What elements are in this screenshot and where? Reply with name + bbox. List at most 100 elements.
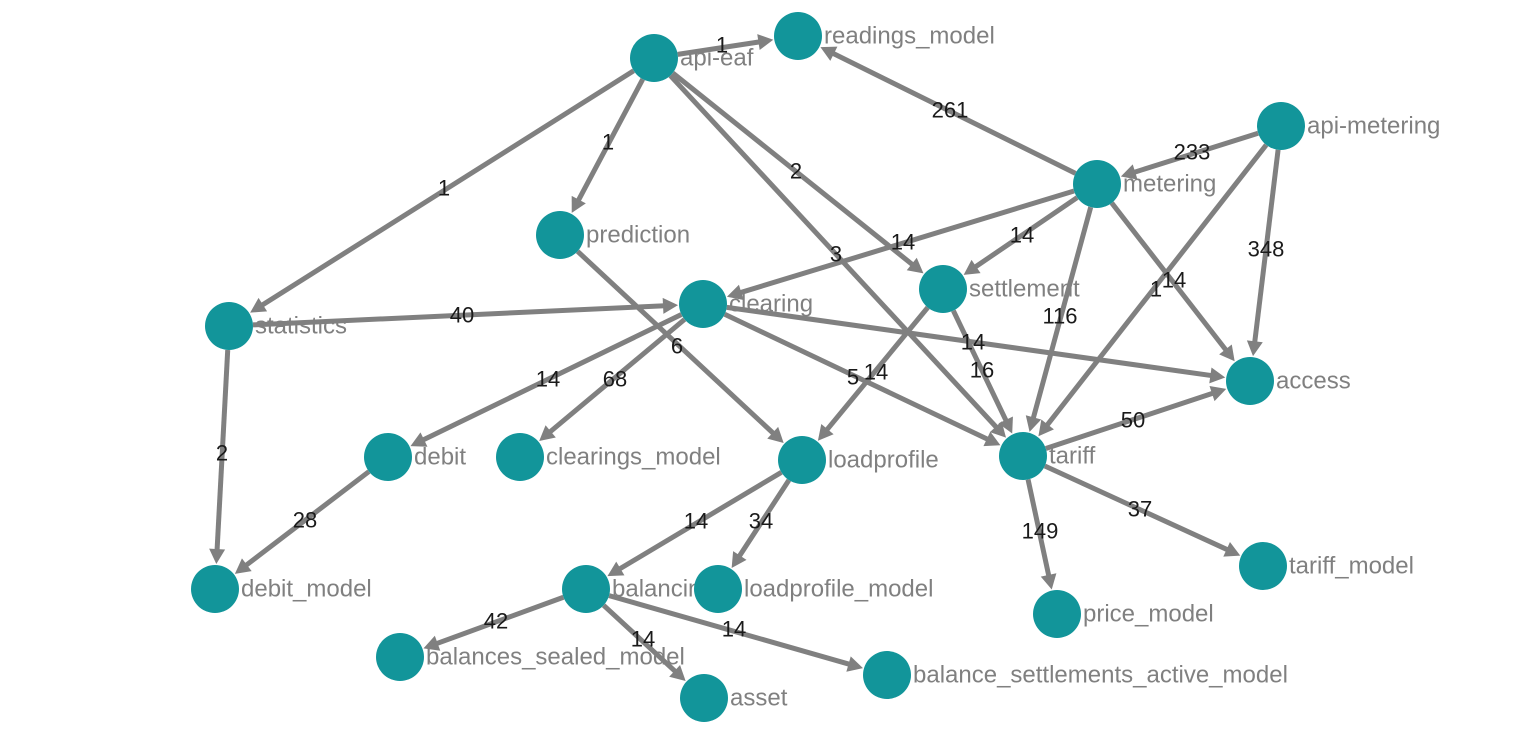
edge-label: 1: [716, 33, 728, 58]
node-label: readings_model: [824, 23, 995, 50]
edge-label: 6: [671, 334, 683, 359]
arrow-head-icon: [1040, 573, 1057, 590]
node-circle[interactable]: [630, 34, 678, 82]
edge-line: [677, 39, 761, 57]
node-circle[interactable]: [1257, 102, 1305, 150]
node-circle[interactable]: [191, 565, 239, 613]
node-balances_sealed_model[interactable]: balances_sealed_model: [376, 633, 685, 681]
arrow-head-icon: [820, 46, 838, 61]
node-circle[interactable]: [496, 433, 544, 481]
edge-label: 14: [961, 330, 985, 355]
node-statistics[interactable]: statistics: [205, 302, 347, 350]
node-circle[interactable]: [1033, 590, 1081, 638]
node-label: clearings_model: [546, 444, 721, 471]
node-label: balance_settlements_active_model: [913, 662, 1288, 689]
node-circle[interactable]: [863, 651, 911, 699]
edge-line: [824, 305, 930, 433]
node-circle[interactable]: [694, 565, 742, 613]
arrow-head-icon: [963, 259, 981, 275]
node-circle[interactable]: [205, 302, 253, 350]
node-circle[interactable]: [1239, 542, 1287, 590]
node-label: statistics: [255, 313, 347, 340]
edge-label: 14: [1162, 268, 1186, 293]
edge-line: [1252, 149, 1281, 344]
edge-metering-to-access: [1109, 201, 1235, 362]
node-debit[interactable]: debit: [364, 433, 466, 481]
node-circle[interactable]: [364, 433, 412, 481]
edge-metering-to-clearing: [726, 188, 1075, 300]
edge-statistics-to-debit_model: [209, 349, 231, 565]
arrow-head-icon: [1038, 419, 1054, 437]
node-clearings_model[interactable]: clearings_model: [496, 433, 721, 481]
edge-line: [1025, 478, 1052, 578]
edge-label: 14: [536, 367, 560, 392]
edge-settlement-to-loadprofile: [817, 305, 930, 441]
edge-label: 233: [1174, 140, 1211, 165]
edge-line: [1132, 130, 1259, 175]
arrow-head-icon: [539, 425, 556, 441]
arrow-head-icon: [669, 664, 686, 682]
node-access[interactable]: access: [1226, 357, 1351, 405]
edge-clearing-to-debit: [410, 312, 683, 447]
edge-statistics-to-clearing: [252, 297, 679, 328]
edge-api-eaf-to-readings_model: [677, 34, 774, 57]
edges-layer: [209, 34, 1281, 682]
edge-api-eaf-to-statistics: [250, 68, 636, 313]
edge-label: 2: [216, 441, 228, 466]
edge-label: 14: [864, 360, 888, 385]
edge-line: [1044, 143, 1269, 428]
node-label: tariff: [1049, 443, 1096, 470]
arrow-head-icon: [731, 551, 747, 569]
node-loadprofile_model[interactable]: loadprofile_model: [694, 565, 933, 613]
node-readings_model[interactable]: readings_model: [774, 12, 995, 60]
node-price_model[interactable]: price_model: [1033, 590, 1214, 638]
node-label: asset: [730, 685, 788, 712]
node-balance_settlements_active_model[interactable]: balance_settlements_active_model: [863, 651, 1288, 699]
node-circle[interactable]: [680, 674, 728, 722]
node-circle[interactable]: [1226, 357, 1274, 405]
edge-api-metering-to-metering: [1120, 130, 1259, 180]
node-clearing[interactable]: clearing: [679, 280, 813, 328]
edge-line: [951, 309, 1009, 423]
node-prediction[interactable]: prediction: [536, 211, 690, 259]
node-label: debit_model: [241, 576, 372, 603]
node-loadprofile[interactable]: loadprofile: [778, 436, 939, 484]
edge-label: 1: [602, 130, 614, 155]
arrow-head-icon: [250, 297, 268, 313]
node-label: metering: [1123, 171, 1216, 198]
edge-line: [1045, 390, 1215, 451]
node-debit_model[interactable]: debit_model: [191, 565, 372, 613]
node-settlement[interactable]: settlement: [919, 265, 1080, 313]
node-circle[interactable]: [1073, 160, 1121, 208]
node-circle[interactable]: [562, 565, 610, 613]
edge-tariff-to-access: [1045, 385, 1227, 451]
node-api-eaf[interactable]: api-eaf: [630, 34, 754, 82]
edge-label: 1: [438, 176, 450, 201]
node-circle[interactable]: [919, 265, 967, 313]
edge-api-metering-to-access: [1246, 149, 1281, 357]
node-circle[interactable]: [536, 211, 584, 259]
edge-line: [601, 603, 678, 675]
node-circle[interactable]: [778, 436, 826, 484]
node-metering[interactable]: metering: [1073, 160, 1216, 208]
node-circle[interactable]: [774, 12, 822, 60]
node-tariff[interactable]: tariff: [999, 432, 1096, 480]
arrow-head-icon: [571, 195, 586, 213]
edge-label: 28: [293, 508, 317, 533]
node-asset[interactable]: asset: [680, 674, 788, 722]
edge-label: 14: [684, 509, 708, 534]
node-circle[interactable]: [376, 633, 424, 681]
edge-balancing-to-asset: [601, 603, 686, 682]
arrow-head-icon: [757, 34, 774, 50]
arrow-head-icon: [983, 431, 1001, 447]
arrow-head-icon: [662, 297, 679, 314]
node-circle[interactable]: [679, 280, 727, 328]
node-api-metering[interactable]: api-metering: [1257, 102, 1440, 150]
arrow-head-icon: [1120, 164, 1138, 180]
node-tariff_model[interactable]: tariff_model: [1239, 542, 1414, 590]
edge-line: [547, 317, 687, 435]
node-circle[interactable]: [999, 432, 1047, 480]
edge-line: [252, 303, 666, 328]
edge-line: [434, 594, 565, 647]
